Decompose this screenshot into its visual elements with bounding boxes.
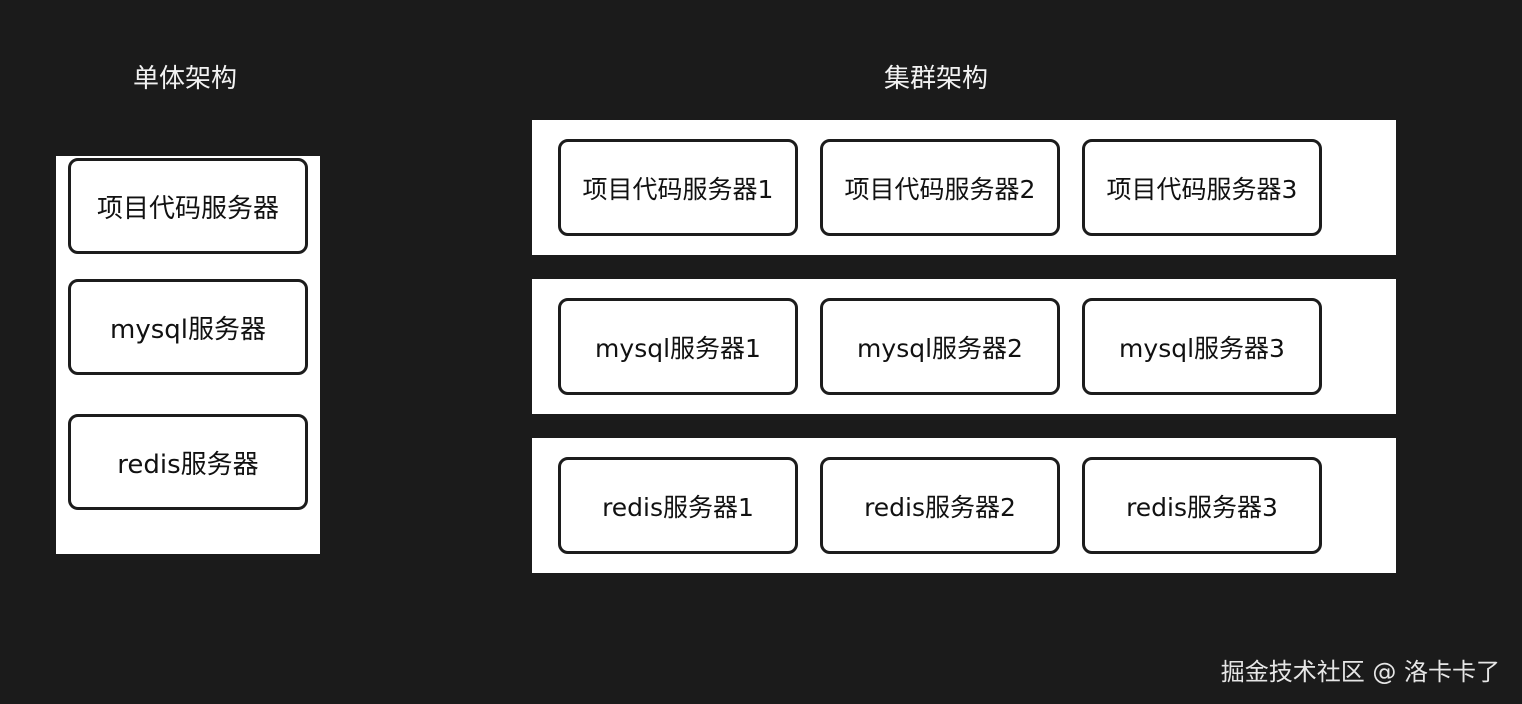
monolith-panel: 项目代码服务器 mysql服务器 redis服务器 [56,156,320,554]
monolith-redis-server-box: redis服务器 [68,414,308,510]
monolith-app-server-box: 项目代码服务器 [68,158,308,254]
cluster-mysql-server-2-box: mysql服务器2 [820,298,1060,395]
cluster-title: 集群架构 [884,64,989,94]
cluster-app-server-1-box: 项目代码服务器1 [558,139,798,236]
cluster-app-server-3-box: 项目代码服务器3 [1082,139,1322,236]
watermark-text: 掘金技术社区 @ 洛卡卡了 [1220,658,1500,686]
cluster-mysql-server-3-box: mysql服务器3 [1082,298,1322,395]
cluster-redis-row: redis服务器1 redis服务器2 redis服务器3 [532,438,1396,573]
cluster-mysql-server-1-box: mysql服务器1 [558,298,798,395]
cluster-app-server-2-box: 项目代码服务器2 [820,139,1060,236]
cluster-redis-server-2-box: redis服务器2 [820,457,1060,554]
cluster-mysql-row: mysql服务器1 mysql服务器2 mysql服务器3 [532,279,1396,414]
cluster-redis-server-1-box: redis服务器1 [558,457,798,554]
cluster-redis-server-3-box: redis服务器3 [1082,457,1322,554]
monolith-mysql-server-box: mysql服务器 [68,279,308,375]
monolith-title: 单体架构 [133,64,238,94]
cluster-app-row: 项目代码服务器1 项目代码服务器2 项目代码服务器3 [532,120,1396,255]
